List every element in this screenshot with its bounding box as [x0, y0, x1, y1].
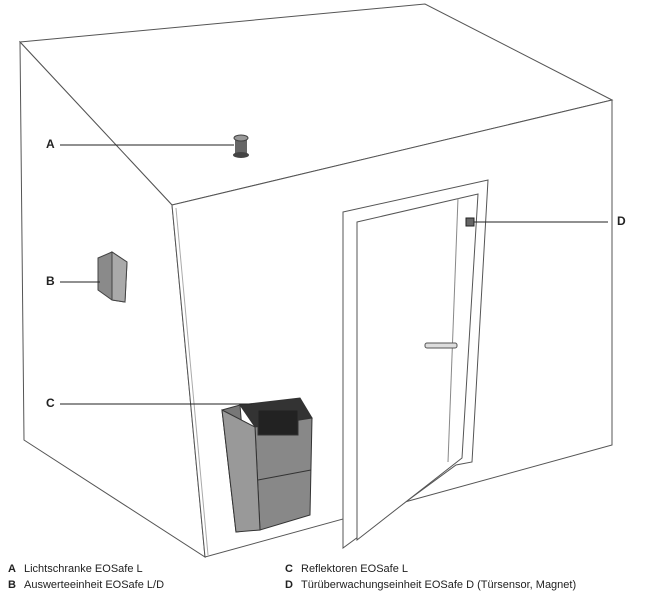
light-barrier-sensor [233, 134, 249, 158]
callout-b: B [46, 274, 55, 288]
callout-a: A [46, 137, 55, 151]
callout-c: C [46, 396, 55, 410]
door-handle [424, 342, 458, 349]
sauna-heater [221, 397, 313, 533]
callout-d: D [617, 214, 626, 228]
door [342, 179, 489, 549]
callout-lines [60, 144, 608, 405]
control-unit [97, 251, 128, 303]
